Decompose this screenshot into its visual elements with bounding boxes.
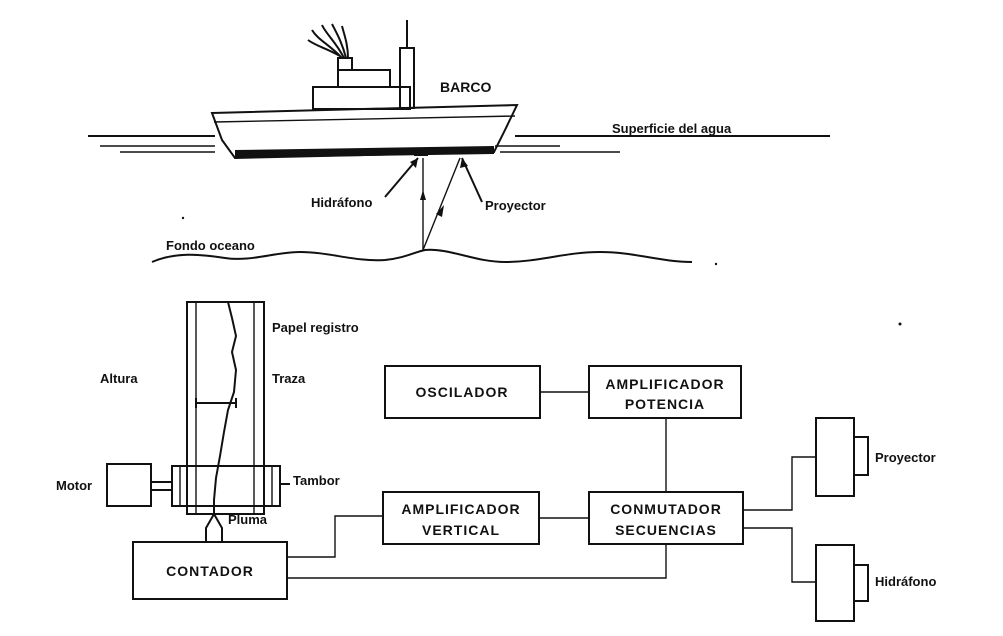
drum-label: Tambor xyxy=(293,473,340,488)
projector-unit-label: Proyector xyxy=(875,450,936,465)
pen-label: Pluma xyxy=(228,512,268,527)
sequence-switch-block: CONMUTADOR SECUENCIAS xyxy=(588,491,744,545)
scan-speck xyxy=(714,262,718,266)
trace-label: Traza xyxy=(272,371,306,386)
power-amp-line2: POTENCIA xyxy=(625,396,705,412)
vertical-amp-line2: VERTICAL xyxy=(422,522,500,538)
motor-label: Motor xyxy=(56,478,92,493)
water-surface-label: Superficie del agua xyxy=(612,121,732,136)
oscillator-block: OSCILADOR xyxy=(384,365,541,419)
hydrophone-label: Hidráfono xyxy=(311,195,372,210)
ocean-floor-label: Fondo oceano xyxy=(166,238,255,253)
ship-hull xyxy=(210,103,519,160)
hydrophone-unit-label: Hidráfono xyxy=(875,574,936,589)
pen xyxy=(205,513,223,542)
hull-transducers xyxy=(414,147,468,156)
trace-line xyxy=(213,301,238,514)
connections xyxy=(287,391,816,583)
counter-label: CONTADOR xyxy=(166,563,254,579)
ship-scene: BARCO Superficie del agua Fondo oceano H… xyxy=(88,20,830,264)
recording-paper xyxy=(186,301,265,515)
vertical-amplifier-block: AMPLIFICADOR VERTICAL xyxy=(382,491,540,545)
recorder: Papel registro Traza Altura Motor Tambor… xyxy=(56,301,359,542)
motor xyxy=(106,463,152,507)
sound-path xyxy=(420,157,461,251)
scan-speck xyxy=(181,216,185,220)
projector-label: Proyector xyxy=(485,198,546,213)
counter-block: CONTADOR xyxy=(132,541,288,600)
ship-label: BARCO xyxy=(440,79,491,95)
scan-speck xyxy=(898,322,902,326)
oscillator-label: OSCILADOR xyxy=(416,384,509,400)
drum xyxy=(171,465,281,507)
hydrophone-unit: Hidráfono xyxy=(815,544,936,622)
ship-superstructure xyxy=(312,20,415,110)
height-label: Altura xyxy=(100,371,138,386)
projector-unit: Proyector xyxy=(815,417,936,497)
switch-line2: SECUENCIAS xyxy=(615,522,717,538)
switch-line1: CONMUTADOR xyxy=(610,501,722,517)
power-amp-line1: AMPLIFICADOR xyxy=(605,376,724,392)
power-amplifier-block: AMPLIFICADOR POTENCIA xyxy=(588,365,742,419)
smoke-plume-icon xyxy=(307,23,349,59)
water-surface xyxy=(88,135,830,153)
paper-label: Papel registro xyxy=(272,320,359,335)
ocean-floor xyxy=(151,248,693,264)
vertical-amp-line1: AMPLIFICADOR xyxy=(401,501,520,517)
